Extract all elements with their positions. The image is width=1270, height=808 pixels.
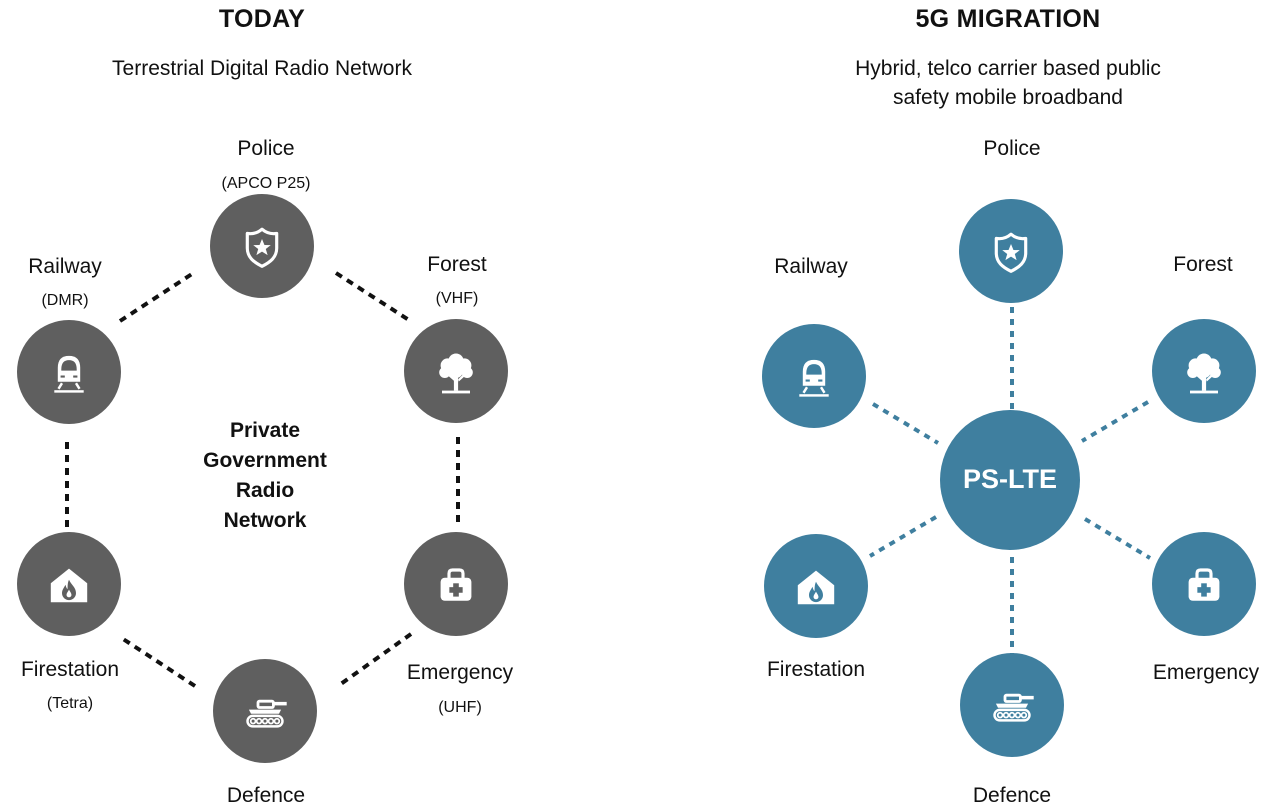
center-label-line: Government [203,449,327,472]
spoke-railway [871,402,940,445]
today-node-police [210,194,314,298]
today-heading: TODAY [218,5,306,33]
today-subtitle: Terrestrial Digital Radio Network [112,57,412,80]
ps-lte-hub [940,410,1080,550]
today-nodes [17,194,508,763]
migration-railway-label: Railway [774,255,848,278]
today-node-forest [404,319,508,423]
migration-nodes [762,199,1256,757]
today-forest-label: Forest [427,253,487,276]
migration-subtitle-line: Hybrid, telco carrier based public [855,57,1161,80]
migration-emergency-label: Emergency [1152,661,1260,684]
link-police-forest [334,271,414,324]
today-emergency-tech: (UHF) [438,699,482,716]
today-railway-label: Railway [28,255,102,278]
today-links [65,270,460,688]
center-label-line: Network [223,509,307,532]
ps-lte-label: PS-LTE [963,464,1057,494]
migration-node-emergency [1152,532,1256,636]
migration-defence-label: Defence [972,784,1052,807]
migration-node-firestation [764,534,868,638]
migration-node-police [959,199,1063,303]
today-defence-label: Defence [226,784,306,807]
spoke-forest [1080,400,1150,443]
spoke-emergency [1083,517,1152,560]
today-railway-tech: (DMR) [41,292,89,309]
migration-heading: 5G MIGRATION [915,5,1101,33]
today-police-tech: (APCO P25) [221,175,311,192]
today-node-firestation [17,532,121,636]
link-emergency-defence [336,632,413,688]
migration-node-forest [1152,319,1256,423]
migration-forest-label: Forest [1173,253,1233,276]
link-railway-police [118,270,197,323]
center-label-line: Radio [235,479,295,502]
today-police-label: Police [237,137,295,160]
spoke-firestation [868,515,938,558]
migration-node-defence [960,653,1064,757]
today-node-railway [17,320,121,424]
center-label-line: Private [229,419,301,442]
today-node-emergency [404,532,508,636]
today-forest-tech: (VHF) [435,290,479,307]
today-emergency-label: Emergency [406,661,514,684]
today-center-label: Private Government Radio Network [203,416,327,536]
migration-subtitle: Hybrid, telco carrier based public safet… [855,54,1161,112]
migration-firestation-label: Firestation [766,658,866,681]
today-firestation-label: Firestation [20,658,120,681]
migration-subtitle-line: safety mobile broadband [893,86,1123,109]
migration-police-label: Police [983,137,1041,160]
today-firestation-tech: (Tetra) [46,695,94,712]
link-defence-firestation [118,635,197,688]
migration-node-railway [762,324,866,428]
today-node-defence [213,659,317,763]
migration-links [868,307,1152,654]
